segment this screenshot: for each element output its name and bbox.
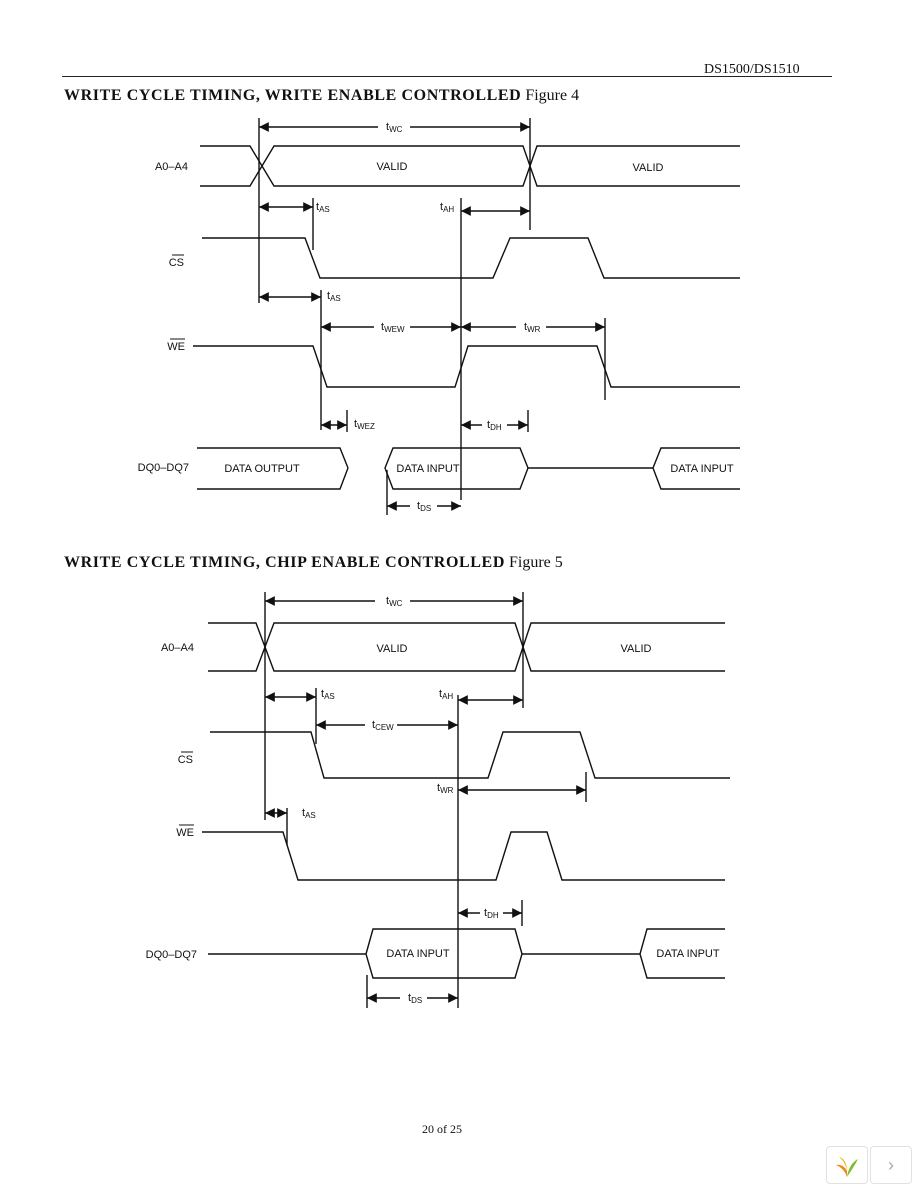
next-page-button[interactable]: › <box>870 1146 912 1184</box>
fig4-timing-twc: tWC <box>386 121 403 134</box>
fig4-timing-twez: tWEZ <box>354 418 375 431</box>
fig4-timing-twr: tWR <box>524 321 541 334</box>
document-id: DS1500/DS1510 <box>704 62 800 77</box>
figure-5-labels: A0–A4 CS WE DQ0–DQ7 VALID VALID DATA INP… <box>146 595 720 1005</box>
fig5-timing-twr: tWR <box>437 782 454 795</box>
fig5-we-waveform <box>202 831 725 881</box>
fig4-cs-waveform <box>202 237 740 279</box>
fig5-timing-tdh: tDH <box>484 907 499 920</box>
figure-5-title: WRITE CYCLE TIMING, CHIP ENABLE CONTROLL… <box>64 554 563 572</box>
fig5-timing-twc: tWC <box>386 595 403 608</box>
fig4-timing-twew: tWEW <box>381 321 405 334</box>
figure-5-title-main: WRITE CYCLE TIMING, CHIP ENABLE CONTROLL… <box>64 554 505 571</box>
fig4-addr-bus-lower <box>200 163 740 187</box>
fig4-dq-input2 <box>652 447 740 490</box>
fig4-data-input-label: DATA INPUT <box>670 463 733 475</box>
chevron-right-icon: › <box>888 1154 894 1175</box>
fig4-timing-tas2: tAS <box>327 290 341 303</box>
fig4-we-waveform <box>193 345 740 388</box>
fig4-timing-tdh: tDH <box>487 419 502 432</box>
fig4-data-output-label: DATA OUTPUT <box>224 463 300 475</box>
fig4-signal-we: WE <box>167 341 185 353</box>
figure-4-number: Figure 4 <box>525 87 580 104</box>
fig4-signal-cs: CS <box>169 257 184 269</box>
fig5-dq-input2 <box>639 928 725 979</box>
fig4-signal-dq: DQ0–DQ7 <box>138 462 189 474</box>
fig4-dq-output-upper <box>197 447 349 469</box>
fig4-addr-bus-upper <box>200 145 740 169</box>
fig4-data-input-label: DATA INPUT <box>396 463 459 475</box>
fig4-dq-output-lower <box>197 467 349 490</box>
fig4-signal-addr: A0–A4 <box>155 161 188 173</box>
fig4-timing-tds: tDS <box>417 500 431 513</box>
fig4-valid-label: VALID <box>377 161 408 173</box>
fig4-timing-tas: tAS <box>316 201 330 214</box>
figure-5-diagram <box>202 592 730 1008</box>
fig5-data-input-label: DATA INPUT <box>386 948 449 960</box>
fig5-signal-addr: A0–A4 <box>161 642 194 654</box>
page-number: 20 of 25 <box>422 1122 462 1136</box>
fig5-timing-tah: tAH <box>439 688 453 701</box>
fig5-signal-cs: CS <box>178 754 193 766</box>
figure-4-title-main: WRITE CYCLE TIMING, WRITE ENABLE CONTROL… <box>64 87 522 104</box>
figure-4-labels: A0–A4 CS WE DQ0–DQ7 VALID VALID DATA OUT… <box>138 121 734 513</box>
figure-4-title: WRITE CYCLE TIMING, WRITE ENABLE CONTROL… <box>64 87 579 105</box>
fig4-valid-label: VALID <box>633 162 664 174</box>
fig5-timing-tds: tDS <box>408 992 422 1005</box>
fig5-addr-bus-lower <box>208 644 725 672</box>
fig5-cs-waveform <box>210 731 730 779</box>
fig5-signal-dq: DQ0–DQ7 <box>146 949 197 961</box>
viewer-logo-icon <box>836 1157 858 1177</box>
viewer-logo-button[interactable] <box>826 1146 868 1184</box>
header-rule <box>62 76 832 77</box>
figure-5-number: Figure 5 <box>508 554 563 571</box>
fig5-valid-label: VALID <box>621 643 652 655</box>
fig4-timing-tah: tAH <box>440 201 454 214</box>
fig5-addr-bus-upper <box>208 622 725 650</box>
fig5-signal-we: WE <box>176 827 194 839</box>
fig5-timing-tas2: tAS <box>302 807 316 820</box>
fig5-timing-tcew: tCEW <box>372 719 394 732</box>
fig5-valid-label: VALID <box>377 643 408 655</box>
fig5-data-input-label: DATA INPUT <box>656 948 719 960</box>
figure-4-diagram <box>193 118 740 515</box>
fig5-timing-tas: tAS <box>321 688 335 701</box>
